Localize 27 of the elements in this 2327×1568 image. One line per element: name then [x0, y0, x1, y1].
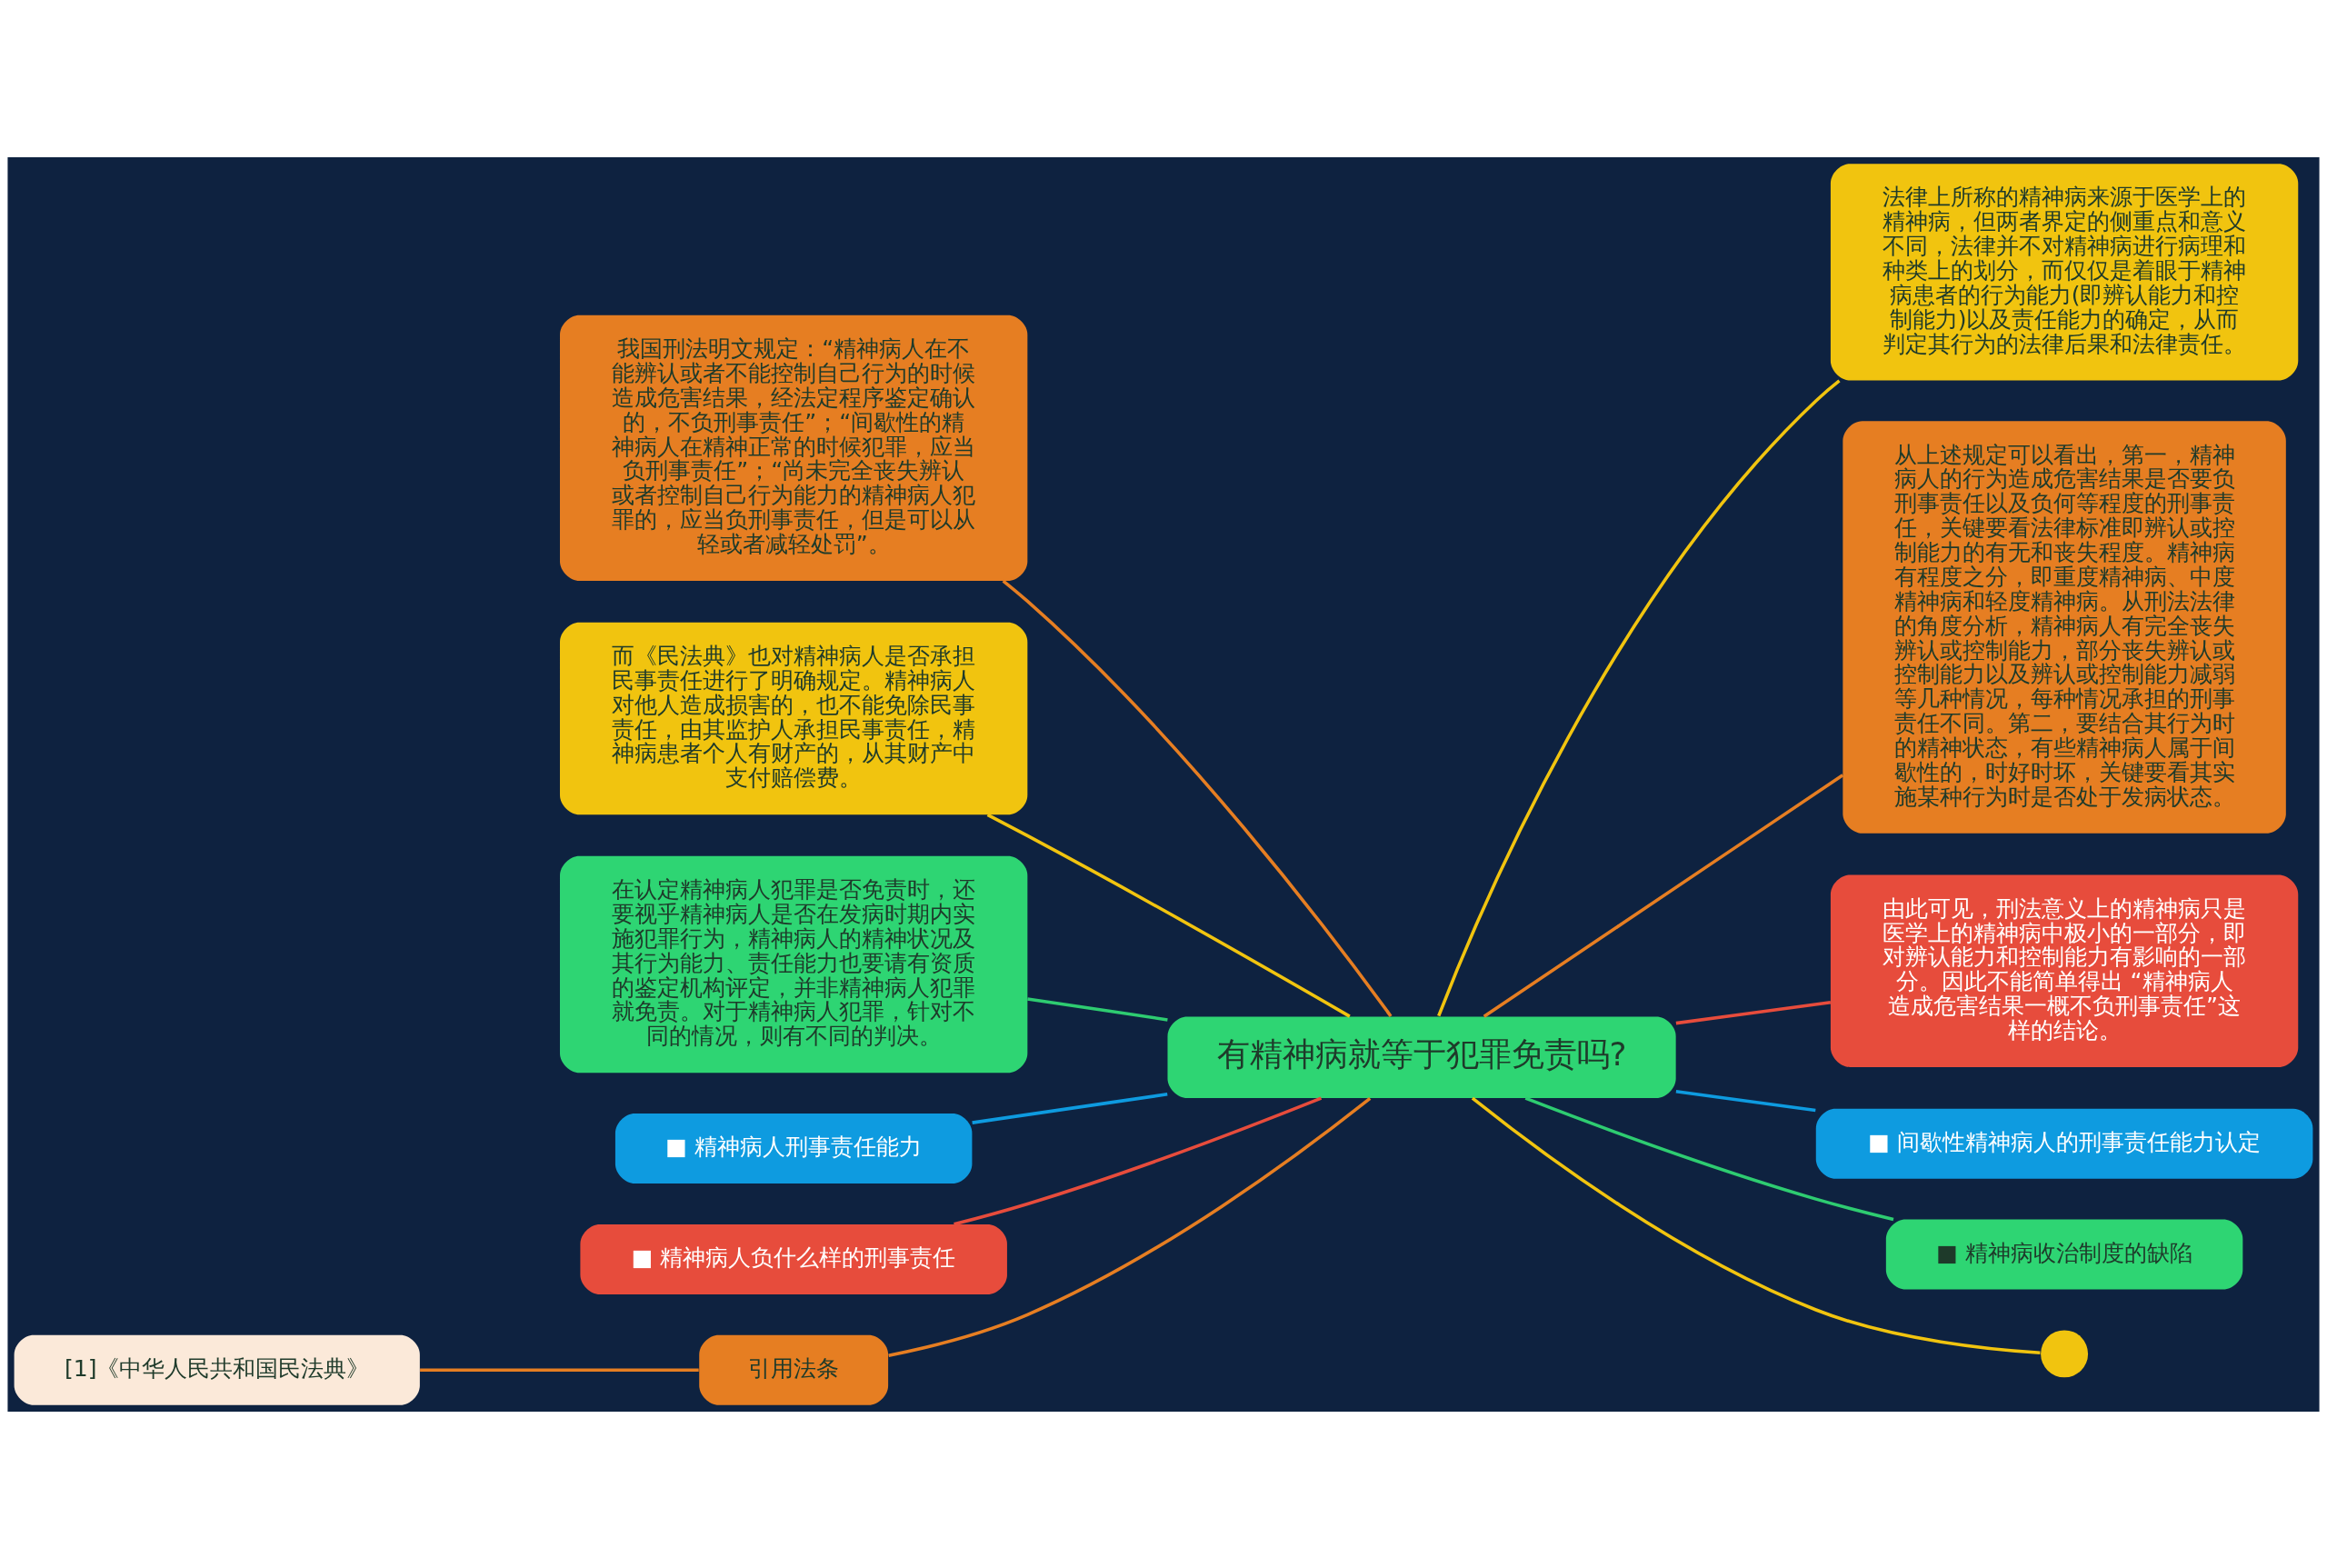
connector	[1675, 1089, 1816, 1112]
connector	[972, 1092, 1168, 1124]
connector	[1675, 1000, 1832, 1024]
connector	[1002, 579, 1393, 1017]
node-box: 有精神病就等于犯罪免责吗?	[1167, 1015, 1676, 1098]
connector	[1437, 378, 1841, 1016]
connector	[986, 813, 1351, 1018]
node-box: 法律上所称的精神病来源于医学上的精神病，但两者界定的侧重点和意义不同，法律并不对精神病进行病理和种类上的划分，而仅仅是着眼于精神病患者的行为能力(即辨认能力和控制能力)以及责任能力的确定，从而判定其行为的法律后果和法律责任。	[1830, 163, 2299, 381]
node-box: ■ 间歇性精神病人的刑事责任能力认定	[1815, 1108, 2313, 1179]
node-circle	[2041, 1329, 2089, 1377]
connector	[420, 1368, 699, 1372]
connector	[1471, 1096, 2041, 1354]
node-box: 由此可见，刑法意义上的精神病只是医学上的精神病中极小的一部分，即对辨认能力和控制能力有影响的一部分。因此不能简单得出 “精神病人造成危害结果一概不负刑事责任”这样的结论。	[1830, 874, 2299, 1067]
node-box: ■ 精神病收治制度的缺陷	[1885, 1219, 2243, 1290]
connector	[954, 1095, 1323, 1226]
node-box: 在认定精神病人犯罪是否免责时，还要视乎精神病人是否在发病时期内实施犯罪行为，精神病人的精神状况及其行为能力、责任能力也要请有资质的鉴定机构评定，并非精神病人犯罪就免责。对于精神病人犯罪，针对不同的情况，则有不同的判决。	[560, 855, 1028, 1073]
node-box: 从上述规定可以看出，第一，精神病人的行为造成危害结果是否要负刑事责任以及负何等程度的刑事责任，关键要看法律标准即辨认或控制能力的有无和丧失程度。精神病有程度之分，即重度精神病、中度精神病和轻度精神病。从刑法法律的角度分析，精神病人有完全丧失辨认或控制能力，部分丧失辨认或控制能力以及辨认或控制能力减弱等几种情况，每种情况承担的刑事责任不同。第二，要结合其行为时的精神状态，有些精神病人属于间歇性的，时好时坏，关键要看其实施某种行为时是否处于发病状态。	[1843, 420, 2286, 834]
node-box: 而《民法典》也对精神病人是否承担民事责任进行了明确规定。精神病人对他人造成损害的，也不能免除民事责任，由其监护人承担民事责任，精神病患者个人有财产的，从其财产中支付赔偿费。	[560, 622, 1028, 814]
connector	[888, 1096, 1372, 1357]
node-box: ■ 精神病人负什么样的刑事责任	[580, 1223, 1007, 1294]
node-box: ■ 精神病人刑事责任能力	[614, 1113, 973, 1183]
node-box: 引用法条	[699, 1334, 889, 1405]
connector	[1027, 996, 1168, 1022]
node-box: [1]《中华人民共和国民法典》	[14, 1334, 420, 1405]
connector	[1483, 773, 1844, 1018]
node-box: 我国刑法明文规定：“精神病人在不能辨认或者不能控制自己行为的时候造成危害结果，经法定程序鉴定确认的，不负刑事责任”；“间歇性的精神病人在精神正常的时候犯罪，应当负刑事责任”；“尚未完全丧失辨认或者控制自己行为能力的精神病人犯罪的，应当负刑事责任，但是可以从轻或者减轻处罚”。	[560, 315, 1028, 581]
connector	[1524, 1096, 1894, 1221]
